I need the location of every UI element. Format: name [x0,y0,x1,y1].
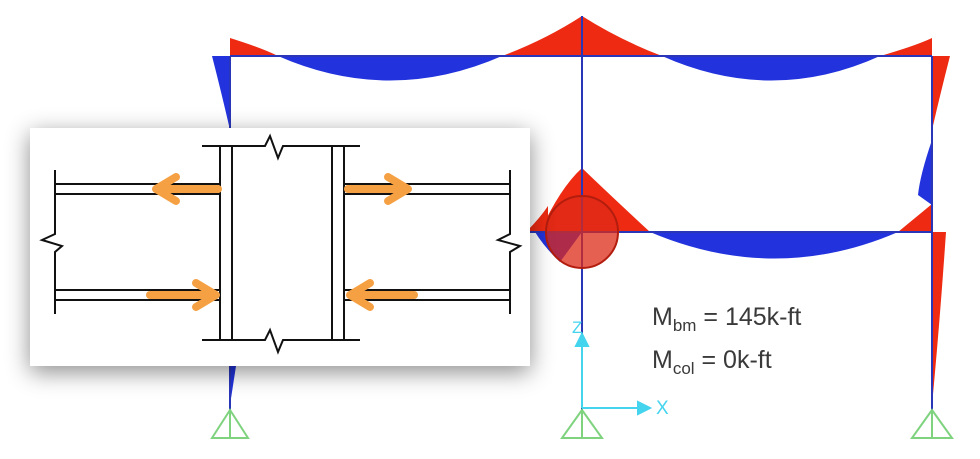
z-axis-label: Z [572,318,583,337]
mid-right-positive-moment [650,232,898,259]
mid-left-negative-moment [526,206,548,232]
top-left-negative-moment [230,38,278,56]
highlight-circle-icon [545,195,619,269]
pin-support-icon [210,408,250,439]
force-arrow-icon [346,279,418,311]
force-arrow-icon [344,173,412,205]
top-right-negative-moment [880,38,932,56]
right-column-moment-mid [918,140,932,205]
right-column-moment-top [932,56,950,130]
top-left-positive-moment [278,56,502,81]
break-line-icon [39,170,65,314]
left-column-moment-top [212,56,230,130]
column-moment-label: Mcol = 0k-ft [652,346,772,378]
beam-moment-label: Mbm = 145k-ft [652,303,802,335]
axis-triad [574,331,653,416]
break-line-icon [202,133,360,161]
break-line-icon [495,170,523,314]
top-right-positive-moment [662,56,880,81]
moment-labels: Mbm = 145k-ft Mcol = 0k-ft [652,300,801,386]
connection-detail-svg [39,133,523,355]
connection-detail-inset [30,128,530,366]
pin-support-icon [560,408,604,439]
left-column-moment-bottom [230,366,236,405]
force-arrow-icon [146,279,220,311]
mid-right-negative-moment [898,204,932,232]
pin-support-icon [910,408,954,439]
force-arrow-icon [152,173,222,205]
x-axis-label: X [656,398,669,419]
right-column-moment-lower [932,232,946,405]
break-line-icon [202,327,360,355]
